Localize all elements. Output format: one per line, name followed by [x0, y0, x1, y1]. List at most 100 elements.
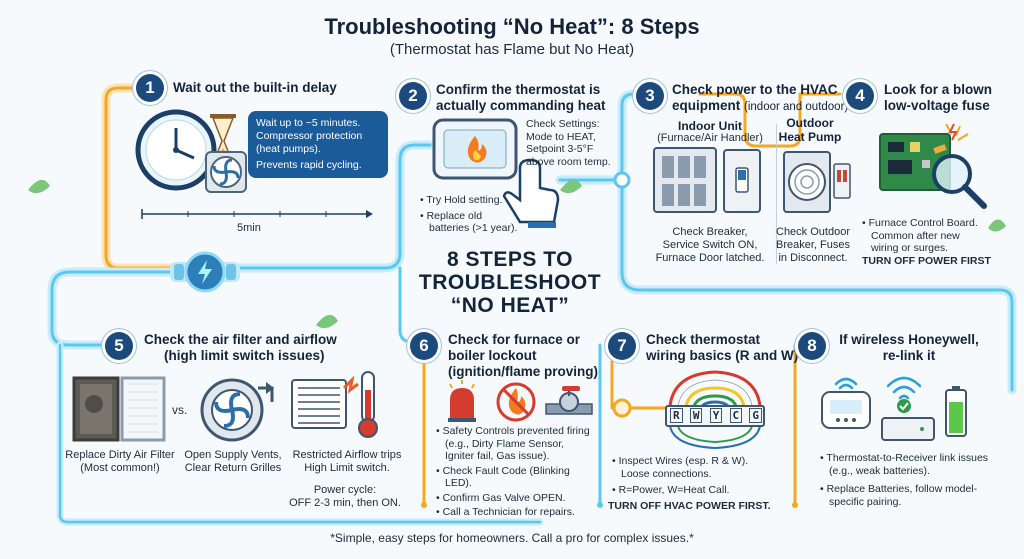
heading-line: (high limit switch issues) [164, 348, 325, 363]
caption-line: Replace Dirty Air Filter [65, 449, 175, 461]
heading-line: Check power to the HVAC [672, 82, 838, 97]
step-8-bullets: Thermostat-to-Receiver link issues (e.g.… [820, 452, 990, 508]
settings-line: Mode to HEAT, [526, 130, 596, 143]
heading-line: Look for a blown [884, 82, 992, 97]
caption-line: Clear Return Grilles [184, 462, 282, 474]
step-1-callout: Wait up to ~5 minutes. Compressor protec… [248, 111, 388, 178]
step-5-caption-power: Power cycle: OFF 2-3 min, then ON. [280, 484, 410, 510]
step-2-badge: 2 [399, 82, 427, 110]
text-line: Breaker, Fuses [776, 239, 850, 251]
center-title-line: “NO HEAT” [450, 294, 570, 317]
text-line: in Disconnect. [778, 252, 848, 264]
footer-note: *Simple, easy steps for homeowners. Call… [330, 531, 694, 545]
step-4-warning: TURN OFF POWER FIRST [862, 255, 991, 267]
check-icon [897, 399, 911, 413]
bullet-item: R=Power, W=Heat Call. [612, 484, 772, 497]
terminal-g: G [749, 408, 762, 423]
delay-timeline [140, 206, 375, 219]
caption-line: High Limit switch. [304, 462, 390, 474]
step-6-badge: 6 [410, 332, 438, 360]
step-3-badge: 3 [636, 82, 664, 110]
center-title: 8 STEPS TO TROUBLESHOOT “NO HEAT” [405, 248, 615, 317]
title-line: Outdoor [786, 116, 834, 130]
callout-line: Wait up to ~5 minutes. [256, 117, 361, 129]
no-flame-icon [496, 382, 536, 422]
thermostat-flame-icon [432, 118, 567, 228]
power-hub-icon [170, 250, 240, 294]
step-5-caption-filter: Replace Dirty Air Filter (Most common!) [48, 449, 192, 475]
page-subtitle: (Thermostat has Flame but No Heat) [389, 41, 635, 58]
outdoor-unit-text: Check Outdoor Breaker, Fuses in Disconne… [772, 226, 854, 265]
indoor-unit-title: Indoor Unit [678, 119, 742, 133]
step-8-badge: 8 [798, 332, 826, 360]
heading-line: If wireless Honeywell, [839, 332, 979, 347]
step-4-badge: 4 [846, 82, 874, 110]
settings-line: Setpoint 3-5°F [526, 143, 594, 155]
caption-line: Restricted Airflow trips [292, 449, 402, 461]
gas-valve-icon [545, 386, 593, 415]
caption-line: (Most common!) [80, 462, 160, 474]
magnifier-icon [932, 154, 987, 209]
blower-fan-icon [192, 374, 276, 444]
step-2-settings: Check Settings: Mode to HEAT, Setpoint 3… [526, 118, 621, 168]
step-5-heading: Check the air filter and airflow (high l… [144, 332, 337, 364]
step-5-caption-airflow: Restricted Airflow trips High Limit swit… [284, 449, 410, 475]
step-7-warning: TURN OFF HVAC POWER FIRST. [608, 500, 771, 512]
step-7-badge: 7 [608, 332, 636, 360]
heading-line: boiler lockout [448, 348, 537, 363]
heading-line: Check for furnace or [448, 332, 581, 347]
thermostat-icon [821, 391, 871, 429]
bullet-item: Furnace Control Board. Common after new … [862, 217, 980, 255]
heat-pump-icon [782, 150, 852, 216]
settings-line: above room temp. [526, 155, 611, 168]
step-4-bullets: Furnace Control Board. Common after new … [862, 217, 980, 255]
bullet-item: Try Hold setting. [420, 194, 520, 207]
terminal-w: W [689, 408, 703, 423]
air-filter-icon [72, 374, 166, 444]
heading-line: low-voltage fuse [884, 98, 990, 113]
bullet-item: Replace Batteries, follow model-specific… [820, 483, 990, 508]
caption-line: Open Supply Vents, [184, 449, 282, 461]
heading-line: (ignition/flame proving) [448, 364, 598, 379]
step-6-heading: Check for furnace or boiler lockout (ign… [448, 332, 598, 380]
bullet-item: Thermostat-to-Receiver link issues (e.g.… [820, 452, 990, 477]
step-7-heading: Check thermostat wiring basics (R and W) [646, 332, 798, 364]
step-5-badge: 5 [105, 332, 133, 360]
step-6-bullets: Safety Controls prevented firing (e.g., … [436, 425, 596, 519]
step-3-heading: Check power to the HVAC equipment (indoo… [672, 82, 848, 115]
heading-line: Check the air filter and airflow [144, 332, 337, 347]
step-4-heading: Look for a blown low-voltage fuse [884, 82, 992, 114]
bullet-item: Check Fault Code (Blinking LED). [436, 465, 596, 490]
step-1-heading: Wait out the built-in delay [173, 80, 337, 95]
battery-icon [945, 386, 967, 437]
heading-note: (indoor and outdoor) [744, 101, 849, 113]
text-line: Service Switch ON, [662, 239, 758, 251]
hand-pointer-icon [502, 158, 560, 228]
breaker-panel-icon [652, 146, 764, 216]
vent-grille-icon [290, 378, 348, 430]
receiver-icon [881, 417, 935, 441]
text-line: Furnace Door latched. [655, 252, 765, 264]
wifi-signal-icon [834, 376, 922, 400]
heading-line: actually commanding heat [436, 98, 606, 113]
heading-line: equipment [672, 98, 741, 113]
text-line: Check Breaker, [672, 226, 748, 238]
terminal-c: C [729, 408, 743, 423]
title-line: Heat Pump [778, 130, 842, 144]
step-1-badge: 1 [136, 74, 164, 102]
step-5-caption-vents: Open Supply Vents, Clear Return Grilles [176, 449, 290, 475]
divider [776, 124, 777, 264]
caption-line: Power cycle: [313, 484, 377, 496]
heading-line: Confirm the thermostat is [436, 82, 601, 97]
center-title-line: 8 STEPS TO [447, 248, 573, 271]
callout-line: Compressor protection (heat pumps). [256, 130, 363, 155]
bullet-item: Confirm Gas Valve OPEN. [436, 492, 596, 505]
settings-line: Check Settings: [526, 118, 600, 130]
thermometer-icon [338, 368, 388, 440]
step-2-heading: Confirm the thermostat is actually comma… [436, 82, 606, 114]
fan-icon [205, 151, 247, 193]
callout-line: Prevents rapid cycling. [256, 159, 362, 171]
terminal-labels: R W Y C G [670, 408, 762, 423]
step-7-bullets: Inspect Wires (esp. R & W). Loose connec… [612, 455, 772, 497]
